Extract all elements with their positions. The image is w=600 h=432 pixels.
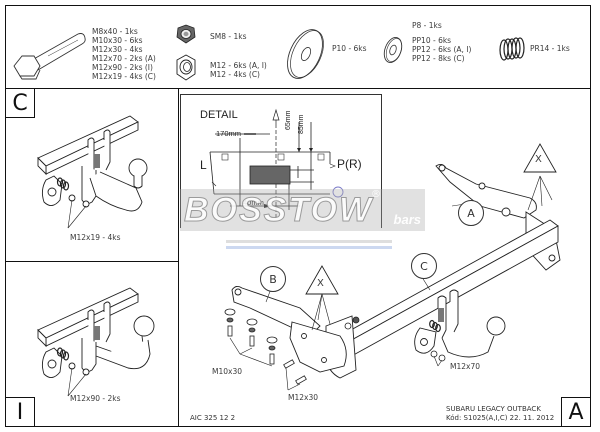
washer-p8-label: P8 - 1ks [412,21,442,30]
dim-65mm: 65mm [285,110,292,130]
brand-watermark: BOSSTOW ® bars [180,189,425,231]
bolt-item: M12x30 - 4ks [92,45,143,54]
dim-170mm: 170mm [216,129,242,138]
bolt-item: M12x70 - 2ks (A) [92,54,156,63]
left-column-divider [178,88,179,427]
spring-washer-list: PP10 - 6ks PP12 - 6ks (A, I) PP12 - 8ks … [412,36,471,63]
panel-a-letter: A [561,397,591,427]
label-m10x30: M10x30 [212,367,242,376]
callout-c: C [411,253,437,279]
spring-washer-item: PP10 - 6ks [412,36,452,45]
kit-code-date: Kód: S1025(A,I,C) 22. 11. 2012 [446,414,555,422]
washer-p10-label: P10 - 6ks [332,44,367,53]
watermark-stripe [226,240,392,243]
spring-icon [499,37,525,61]
drawing-number: AIC 325 12 2 [190,414,236,422]
callout-x-right: X [535,154,542,165]
panel-c-letter: C [5,88,35,118]
spring-washer-icon [383,37,403,63]
detail-left-label: L [200,158,207,172]
watermark-suffix: bars [393,212,421,227]
detail-cross-section [209,108,344,219]
dim-85mm: 85mm [298,114,305,134]
callout-a: A [458,200,484,226]
watermark-brand: BOSSTOW [183,191,374,230]
bolt-list: M8x40 - 1ks M10x30 - 6ks M12x30 - 4ks M1… [92,27,156,81]
header-divider [5,88,591,89]
callout-x-left: X [317,278,324,289]
label-m12x30: M12x30 [288,393,318,402]
tow-bar-assembly-illustration [224,143,561,391]
panel-i-bolt-label: M12x90 - 2ks [70,394,121,403]
bolt-item: M12x90 - 2ks (I) [92,63,153,72]
watermark-registered: ® [371,189,381,200]
spring-washer-item: PP12 - 6ks (A, I) [412,45,472,54]
nut-icon [176,54,196,81]
nut-list: M12 - 6ks (A, I) M12 - 4ks (C) [210,61,267,79]
tow-bar-variant-i-illustration [37,287,155,397]
watermark-stripe [226,246,392,249]
tow-bar-variant-c-illustration [37,115,148,229]
callout-b: B [260,266,286,292]
detail-right-label: P(R) [337,157,362,171]
dim-40mm: 40mm [243,198,264,207]
detail-title: DETAIL [200,109,238,121]
left-panel-divider [5,261,178,262]
nut-item: M12 - 4ks (C) [210,70,260,79]
bolt-item: M12x19 - 4ks (C) [92,72,156,81]
lock-nut-label: SM8 - 1ks [210,32,247,41]
panel-c-bolt-label: M12x19 - 4ks [70,233,121,242]
nut-item: M12 - 6ks (A, I) [210,61,267,70]
panel-i-letter: I [5,397,35,427]
label-m12x70: M12x70 [450,362,480,371]
spring-washer-item: PP12 - 8ks (C) [412,54,465,63]
bolt-item: M8x40 - 1ks [92,27,138,36]
bolt-item: M10x30 - 6ks [92,36,143,45]
vehicle-name: SUBARU LEGACY OUTBACK [446,405,541,413]
detail-box [180,94,382,228]
drawing-frame [5,5,591,427]
bolt-icon [13,33,86,80]
lock-nut-icon [176,24,196,44]
spring-label: PR14 - 1ks [530,44,570,53]
washer-large-icon [287,29,324,79]
